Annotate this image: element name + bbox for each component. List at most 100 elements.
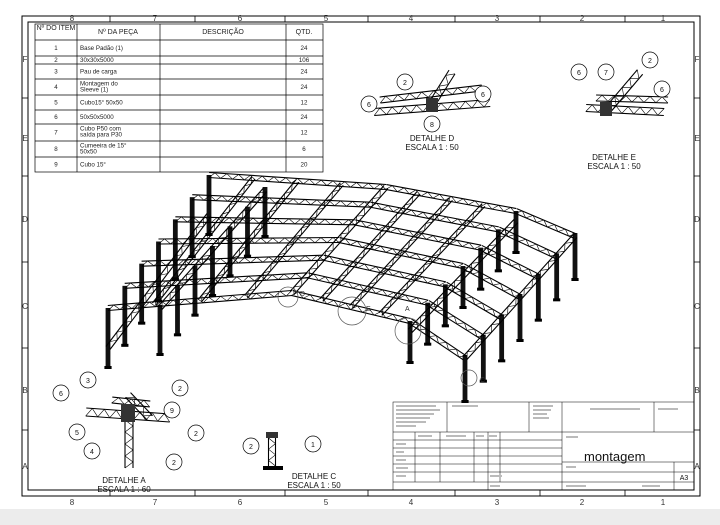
column-inner bbox=[191, 265, 199, 317]
column-back bbox=[498, 314, 506, 363]
column-right bbox=[441, 284, 449, 328]
bom-cell-qty: 106 bbox=[299, 57, 310, 64]
detail-a-balloon-label: 6 bbox=[59, 391, 63, 398]
purlin-left bbox=[198, 179, 300, 303]
bom-cell-item: 9 bbox=[54, 162, 58, 169]
rafter-left bbox=[191, 194, 371, 208]
callout-label-e: E bbox=[366, 306, 371, 313]
rafter-right bbox=[306, 272, 429, 306]
detail-d-drawing bbox=[373, 69, 491, 117]
bom-cell-part: Base Padão (1) bbox=[80, 45, 123, 52]
column-left bbox=[188, 197, 196, 259]
callout-label-d: D bbox=[300, 291, 305, 298]
zone-col-bottom-7: 7 bbox=[153, 498, 158, 507]
bom-header-part: Nº DA PEÇA bbox=[98, 29, 138, 36]
bom-header-item: Nº DO ITEM bbox=[37, 25, 76, 32]
detail-d-balloon bbox=[423, 115, 441, 133]
column-right bbox=[477, 247, 485, 291]
detail-d-scale: ESCALA 1 : 50 bbox=[405, 143, 459, 152]
zone-col-bottom-2: 2 bbox=[580, 498, 585, 507]
detail-c-balloon-label: 2 bbox=[249, 444, 253, 451]
column-back bbox=[534, 273, 542, 322]
bom-cell-qty: 24 bbox=[301, 114, 308, 121]
detail-e-balloon bbox=[641, 51, 659, 69]
callout-label-a: A bbox=[405, 306, 410, 313]
bom-header-qty: QTD. bbox=[296, 29, 313, 36]
detail-c-drawing bbox=[263, 432, 283, 470]
bom-cell-item: 6 bbox=[54, 114, 58, 121]
rafter-left bbox=[208, 171, 387, 191]
zone-col-top-5: 5 bbox=[324, 14, 329, 23]
bom-cell-qty: 6 bbox=[302, 146, 306, 153]
bom-cell-item: 2 bbox=[54, 57, 58, 64]
outer-border bbox=[21, 15, 701, 497]
detail-e-balloon bbox=[597, 63, 615, 81]
purlin-right bbox=[378, 203, 486, 316]
zone-col-bottom-5: 5 bbox=[324, 498, 329, 507]
zone-col-bottom-4: 4 bbox=[409, 498, 414, 507]
callout-circle-d bbox=[277, 286, 299, 308]
bom-cell-part: 30x30x5000 bbox=[80, 57, 114, 64]
detail-d-balloon-label: 6 bbox=[367, 102, 371, 109]
detail-c-view: 2 1 DETALHE C ESCALA 1 : 50 bbox=[242, 432, 341, 490]
tie-beam bbox=[426, 300, 485, 341]
purlin-left bbox=[151, 176, 256, 306]
column-right bbox=[512, 211, 520, 254]
detail-d-balloon bbox=[396, 73, 414, 91]
rafter-right bbox=[322, 254, 447, 288]
zone-ticks bbox=[22, 16, 700, 496]
column-right bbox=[494, 229, 502, 273]
column-back bbox=[553, 253, 561, 302]
detail-d-truss-diagonal bbox=[428, 69, 456, 107]
main-callouts: D E A C bbox=[277, 286, 485, 387]
column-inner bbox=[173, 285, 182, 337]
zone-col-top-2: 2 bbox=[580, 14, 585, 23]
column-back bbox=[461, 355, 469, 403]
column-left bbox=[205, 175, 213, 236]
zone-col-top-1: 1 bbox=[661, 14, 666, 23]
column-inner bbox=[156, 305, 164, 356]
column-inner bbox=[261, 187, 269, 238]
bom-cell-qty: 12 bbox=[301, 130, 308, 137]
bom-cell-qty: 12 bbox=[301, 100, 308, 107]
detail-e-drawing bbox=[585, 69, 669, 117]
detail-c-truss-column bbox=[267, 437, 277, 467]
zone-col-top-6: 6 bbox=[238, 14, 243, 23]
zone-col-bottom-8: 8 bbox=[70, 498, 75, 507]
drawing-title: montagem bbox=[584, 449, 645, 464]
detail-a-balloon-label: 4 bbox=[90, 449, 94, 456]
detail-a-truss-column bbox=[124, 419, 134, 469]
column-back bbox=[479, 334, 487, 383]
purlin-left bbox=[244, 182, 344, 299]
title-block bbox=[392, 401, 695, 491]
zone-col-bottom-1: 1 bbox=[661, 498, 666, 507]
zone-col-bottom-3: 3 bbox=[495, 498, 500, 507]
detail-a-balloon bbox=[187, 424, 205, 442]
bom-cell-item: 4 bbox=[54, 84, 58, 91]
bom-cell-item: 8 bbox=[54, 146, 58, 153]
column-inner bbox=[208, 246, 217, 297]
zone-row-right-D: D bbox=[694, 215, 700, 224]
detail-a-balloon-label: 2 bbox=[178, 386, 182, 393]
detail-a-drawing bbox=[85, 392, 171, 469]
detail-e-truss-horizontal bbox=[585, 103, 665, 117]
detail-a-title: DETALHE A bbox=[102, 476, 146, 485]
callout-circle-c bbox=[460, 369, 478, 387]
rafter-right bbox=[385, 184, 517, 214]
detail-a-balloon bbox=[163, 401, 181, 419]
detail-c-balloon bbox=[242, 437, 260, 455]
detail-e-balloon bbox=[570, 63, 588, 81]
detail-a-balloon bbox=[165, 453, 183, 471]
bom-cell-qty: 24 bbox=[301, 45, 308, 52]
bom-table bbox=[34, 23, 324, 173]
detail-a-balloon-label: 3 bbox=[86, 378, 90, 385]
callout-label-c: C bbox=[480, 377, 485, 384]
bom-header-description: DESCRIÇÃO bbox=[202, 27, 244, 36]
inner-border bbox=[27, 21, 695, 491]
bom-cell-qty: 24 bbox=[301, 84, 308, 91]
detail-e-balloon-label: 2 bbox=[648, 58, 652, 65]
zone-row-left-F: F bbox=[23, 55, 28, 64]
detail-c-title: DETALHE C bbox=[292, 472, 337, 481]
column-left bbox=[121, 285, 129, 347]
